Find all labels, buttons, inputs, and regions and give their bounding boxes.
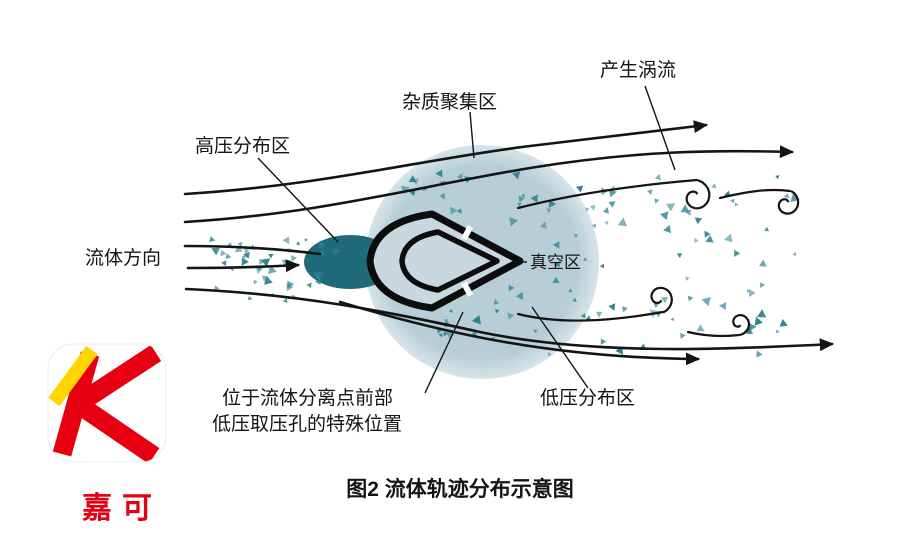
leader-high-pressure xyxy=(257,157,339,243)
vortex-curl xyxy=(685,179,711,210)
logo-yellow-band xyxy=(48,345,98,407)
label-vacuum-zone: 真空区 xyxy=(530,253,581,272)
figure-caption: 图2 流体轨迹分布示意图 xyxy=(346,477,574,501)
wake-line-bottom xyxy=(516,310,665,322)
streamline-top-1 xyxy=(183,120,709,196)
leader-lines xyxy=(257,85,676,394)
lower-pressure-tap-hole xyxy=(461,281,474,297)
wake-line-top-2 xyxy=(718,188,792,200)
flow-direction-arrow[interactable] xyxy=(186,259,301,273)
streamline-bottom-1 xyxy=(184,287,835,352)
label-flow-direction: 流体方向 xyxy=(85,247,161,269)
streamline-bottom-2 xyxy=(338,300,701,366)
label-tap-position-line2: 低压取压孔的特殊位置 xyxy=(212,413,402,435)
impurity-speckles xyxy=(209,169,800,358)
streamline-top-2 xyxy=(183,145,795,224)
upper-pressure-tap-hole xyxy=(461,225,474,241)
brand-name: 嘉可 xyxy=(82,492,162,525)
logo-k-mark xyxy=(48,345,162,462)
leader-impurity-zone xyxy=(469,111,475,159)
leader-low-pressure xyxy=(531,306,589,389)
vortex-curl xyxy=(777,190,800,215)
vortex-curl xyxy=(650,286,673,314)
label-vortex: 产生涡流 xyxy=(600,59,676,81)
brand-logo xyxy=(47,343,167,463)
probe-body xyxy=(366,210,524,312)
label-low-pressure-zone: 低压分布区 xyxy=(540,387,635,409)
vortex-curl xyxy=(732,313,751,337)
logo-k-leg xyxy=(72,396,160,462)
label-impurity-zone: 杂质聚集区 xyxy=(402,91,497,113)
logo-k-arm xyxy=(72,345,162,412)
probe-inner-outline xyxy=(399,229,500,293)
wake-line-top xyxy=(516,178,699,210)
leader-tap-position xyxy=(424,311,464,394)
leader-vortex xyxy=(644,85,676,171)
vortex-curls xyxy=(650,179,800,337)
label-tap-position-line1: 位于流体分离点前部 xyxy=(222,387,393,409)
streamline-mid xyxy=(183,244,322,256)
streamlines xyxy=(183,120,835,366)
label-high-pressure-zone: 高压分布区 xyxy=(195,135,290,157)
wake-line-bottom-2 xyxy=(686,330,741,338)
